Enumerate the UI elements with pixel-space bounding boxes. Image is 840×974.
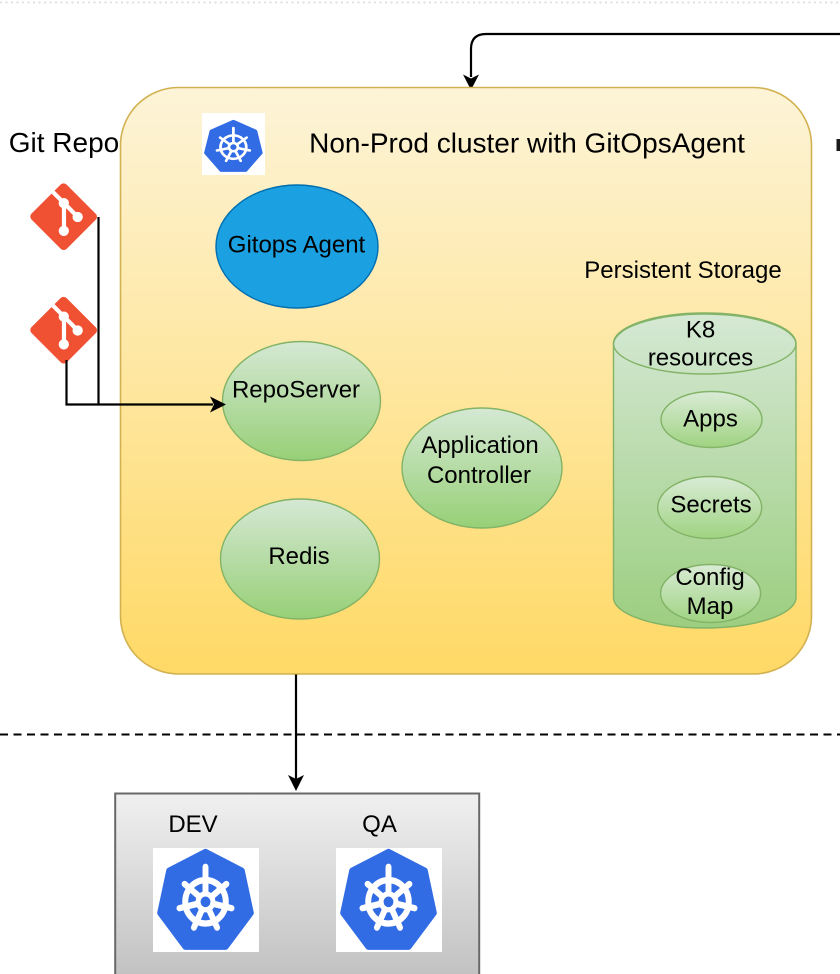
svg-text:DEV: DEV xyxy=(168,811,217,838)
svg-text:Config: Config xyxy=(675,564,744,591)
svg-text:Non-Prod cluster with GitOpsAg: Non-Prod cluster with GitOpsAgent xyxy=(309,128,745,159)
svg-text:Gitops Agent: Gitops Agent xyxy=(228,232,366,259)
svg-text:Map: Map xyxy=(687,593,734,620)
svg-text:K8: K8 xyxy=(686,317,715,344)
svg-text:Persistent Storage: Persistent Storage xyxy=(584,257,781,284)
svg-text:Git Repo: Git Repo xyxy=(9,127,120,158)
svg-text:Application: Application xyxy=(421,432,538,459)
svg-text:QA: QA xyxy=(362,811,397,838)
svg-text:Apps: Apps xyxy=(683,406,738,433)
svg-text:Redis: Redis xyxy=(268,543,329,570)
svg-text:Controller: Controller xyxy=(427,462,531,489)
svg-text:Secrets: Secrets xyxy=(670,492,751,519)
svg-text:RepoServer: RepoServer xyxy=(232,377,360,404)
svg-text:resources: resources xyxy=(648,345,753,372)
